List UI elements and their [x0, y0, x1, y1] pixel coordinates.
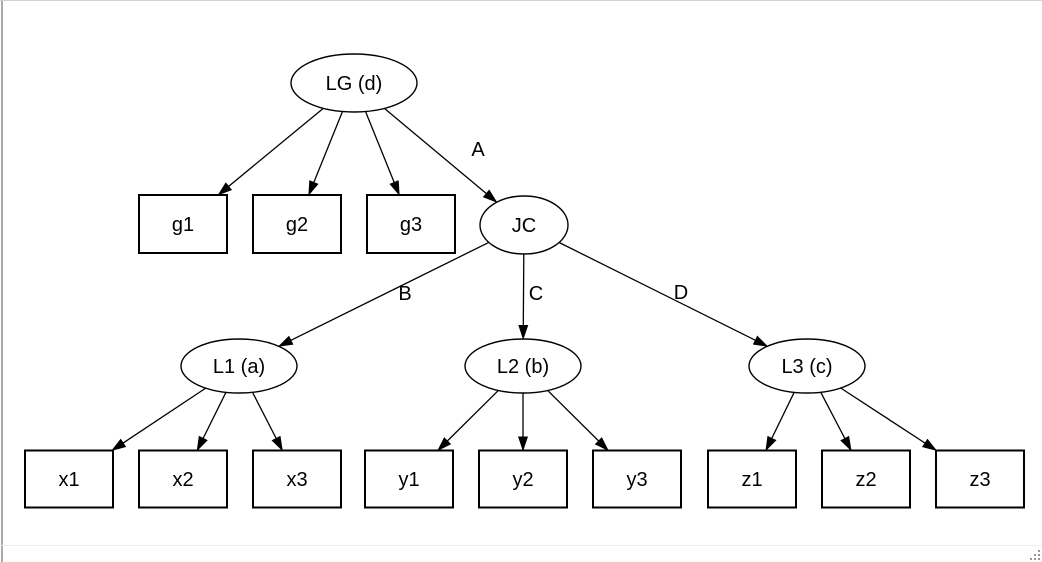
node-x1 [24, 449, 114, 509]
node-g2 [252, 194, 342, 254]
node-label-g1: g1 [172, 214, 194, 236]
edge-L1-x3 [251, 391, 283, 452]
node-label-L2: L2 (b) [497, 356, 549, 378]
edge-label-JC-L3: D [674, 282, 688, 304]
node-label-y1: y1 [398, 469, 419, 491]
edge-L2-y3 [547, 389, 609, 452]
node-label-z1: z1 [741, 469, 762, 491]
edge-LG-JC [383, 107, 498, 203]
node-y3 [592, 449, 682, 509]
node-LG [290, 53, 418, 113]
node-label-x3: x3 [286, 469, 307, 491]
edge-JC-L3 [558, 241, 769, 347]
edge-L2-y1 [437, 389, 499, 452]
node-x3 [252, 449, 342, 509]
node-label-z2: z2 [855, 469, 876, 491]
edge-L3-z2 [820, 391, 852, 452]
node-y2 [478, 449, 568, 509]
edge-label-JC-L2: C [529, 283, 543, 305]
node-z2 [821, 449, 911, 509]
node-label-L1: L1 (a) [213, 356, 265, 378]
node-label-LG: LG (d) [326, 73, 383, 95]
edge-LG-g2 [308, 111, 344, 196]
node-L1 [180, 338, 298, 394]
node-y1 [364, 449, 454, 509]
resize-grip-icon[interactable] [1027, 547, 1041, 561]
node-label-x2: x2 [172, 469, 193, 491]
node-g3 [366, 194, 456, 254]
node-label-g3: g3 [400, 214, 422, 236]
node-z3 [935, 449, 1025, 509]
edges-layer: A B C D [111, 107, 938, 452]
nodes-layer: LG (d) g1 g2 g3 JC L1 (a) L2 (b) L3 (c) x1 x2 x3 y1… [24, 53, 1025, 509]
edge-L3-z3 [840, 387, 938, 452]
node-label-g2: g2 [286, 214, 308, 236]
node-L2 [464, 338, 582, 394]
node-g1 [138, 194, 228, 254]
edge-LG-g1 [217, 107, 324, 196]
node-x2 [138, 449, 228, 509]
node-label-y3: y3 [626, 469, 647, 491]
window-bottom-border [0, 545, 1042, 546]
node-label-z3: z3 [969, 469, 990, 491]
edge-label-LG-JC: A [471, 139, 485, 161]
edge-JC-L2 [518, 253, 529, 341]
window-left-border [1, 0, 3, 562]
node-JC [479, 195, 569, 255]
node-label-L3: L3 (c) [781, 356, 832, 378]
edge-label-JC-L1: B [398, 283, 411, 305]
edge-L1-x1 [111, 387, 207, 452]
node-label-y2: y2 [512, 469, 533, 491]
node-label-x1: x1 [58, 469, 79, 491]
edge-L3-z1 [765, 392, 795, 452]
node-L3 [748, 338, 866, 394]
node-z1 [707, 449, 797, 509]
edge-JC-L1 [277, 241, 490, 347]
window-top-border [0, 0, 1042, 1]
edge-LG-g3 [364, 111, 400, 196]
node-label-JC: JC [512, 215, 536, 237]
edge-L1-x2 [196, 392, 227, 452]
